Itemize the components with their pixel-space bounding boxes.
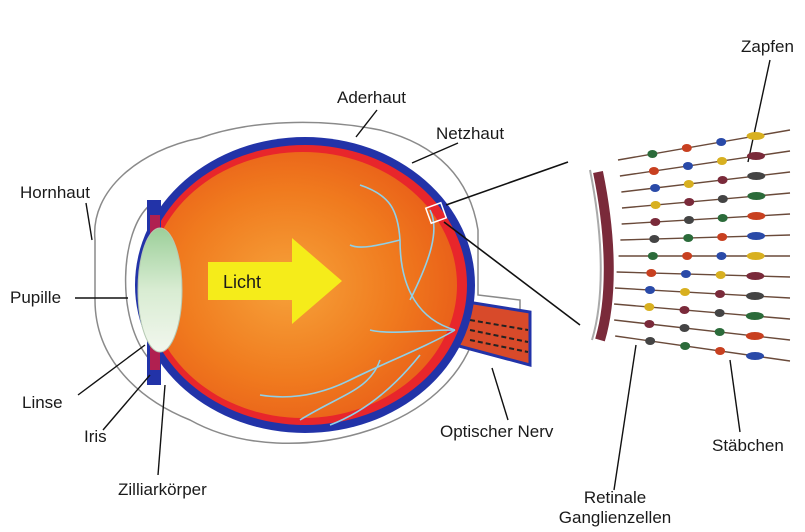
label-pupille: Pupille [10,288,61,308]
receptor-cell [645,286,655,294]
receptor-cell [679,324,689,332]
receptor-cell [717,157,727,165]
receptor-cell [650,184,660,192]
label-staebchen: Stäbchen [712,436,784,456]
receptor-cell [747,212,765,220]
receptor-strand [614,320,790,340]
photoreceptor-cells [614,130,790,361]
label-optischer-nerv: Optischer Nerv [440,422,553,442]
receptor-cell [680,342,690,350]
receptor-cell [747,152,765,160]
receptor-cell [684,216,694,224]
receptor-cell [645,337,655,345]
receptor-cell [718,176,728,184]
receptor-cell [644,320,654,328]
receptor-cell [679,306,689,314]
receptor-cell [646,269,656,277]
receptor-cell [644,303,654,311]
receptor-cell [747,192,765,200]
receptor-strand [615,336,790,361]
receptor-cell [746,352,764,360]
receptor-cell [716,271,726,279]
receptor-cell [716,252,726,260]
label-zilliarkoerper: Zilliarkörper [118,480,207,500]
receptor-cell [718,195,728,203]
receptor-cell [718,214,728,222]
receptor-cell [746,272,764,280]
receptor-cell [715,309,725,317]
receptor-cell [680,288,690,296]
receptor-cell [682,252,692,260]
receptor-cell [681,270,691,278]
receptor-cell [746,292,764,300]
receptor-cell [747,252,765,260]
label-licht: Licht [223,272,261,293]
label-zapfen: Zapfen [741,37,794,57]
label-aderhaut: Aderhaut [337,88,406,108]
receptor-cell [716,138,726,146]
receptor-cell [746,312,764,320]
receptor-cell [647,150,657,158]
lens-shape [138,228,182,352]
receptor-cell [684,180,694,188]
receptor-cell [683,162,693,170]
label-linse: Linse [22,393,63,413]
receptor-cell [650,218,660,226]
receptor-cell [747,172,765,180]
receptor-cell [682,144,692,152]
receptor-cell [651,201,661,209]
receptor-cell [717,233,727,241]
label-iris: Iris [84,427,107,447]
receptor-cell [715,347,725,355]
retina-detail [590,170,609,340]
receptor-cell [715,328,725,336]
receptor-cell [715,290,725,298]
receptor-cell [649,235,659,243]
receptor-cell [648,252,658,260]
label-retinale-ganglienzellen: Retinale Ganglienzellen [540,488,690,527]
label-retinale-line1: Retinale [540,488,690,508]
label-retinale-line2: Ganglienzellen [540,508,690,528]
label-netzhaut: Netzhaut [436,124,504,144]
receptor-cell [684,198,694,206]
receptor-cell [683,234,693,242]
receptor-cell [747,132,765,140]
receptor-cell [747,232,765,240]
label-hornhaut: Hornhaut [20,183,90,203]
receptor-cell [746,332,764,340]
receptor-cell [649,167,659,175]
